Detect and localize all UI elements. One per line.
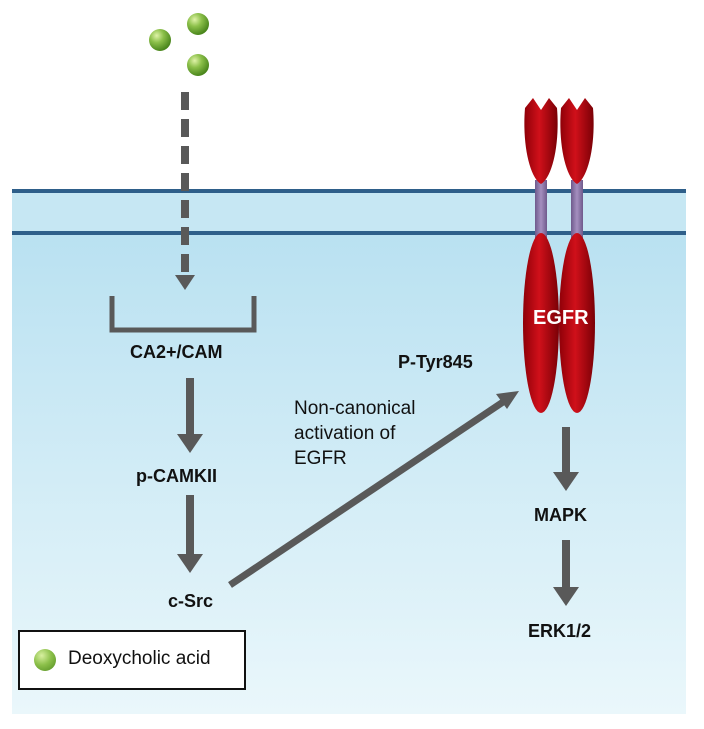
ca-cam-label: CA2+/CAM (130, 342, 223, 362)
legend: Deoxycholic acid (18, 630, 246, 690)
annotation-line-1: Non-canonical (294, 398, 416, 419)
c-src-label: c-Src (168, 591, 214, 611)
egfr-extracellular-left (524, 98, 558, 184)
green-sphere-icon (34, 649, 56, 671)
deoxycholic-acid-molecule (187, 54, 209, 76)
egfr-intracellular-left (523, 233, 559, 413)
arrow-egfr-to-mapk-head (553, 472, 579, 491)
deoxycholic-acid-molecule (149, 29, 171, 51)
mapk-label: MAPK (534, 505, 587, 525)
ca-cam-bracket (109, 296, 257, 333)
arrow-cam-to-camkii-head (177, 434, 203, 453)
arrow-mapk-to-erk-head (553, 587, 579, 606)
cell-membrane (12, 191, 686, 233)
arrow-camkii-to-src-head (177, 554, 203, 573)
annotation-line-3: EGFR (294, 448, 347, 469)
p-camkii-label: p-CAMKII (136, 466, 217, 486)
arrow-src-to-egfr-head (496, 391, 519, 409)
arrow-src-to-egfr (228, 397, 508, 588)
egfr-extracellular-right (560, 98, 594, 184)
annotation-line-2: activation of (294, 423, 396, 444)
non-canonical-annotation: Non-canonical activation of EGFR (294, 396, 415, 471)
dashed-entry-arrowhead (175, 275, 195, 290)
legend-label: Deoxycholic acid (68, 648, 211, 669)
egfr-transmembrane-left (535, 180, 547, 240)
erk-label: ERK1/2 (528, 621, 592, 641)
egfr-intracellular-right (559, 233, 595, 413)
egfr-label: EGFR (533, 307, 589, 329)
p-tyr845-label: P-Tyr845 (398, 352, 473, 372)
egfr-transmembrane-right (571, 180, 583, 240)
deoxycholic-acid-molecule (187, 13, 209, 35)
